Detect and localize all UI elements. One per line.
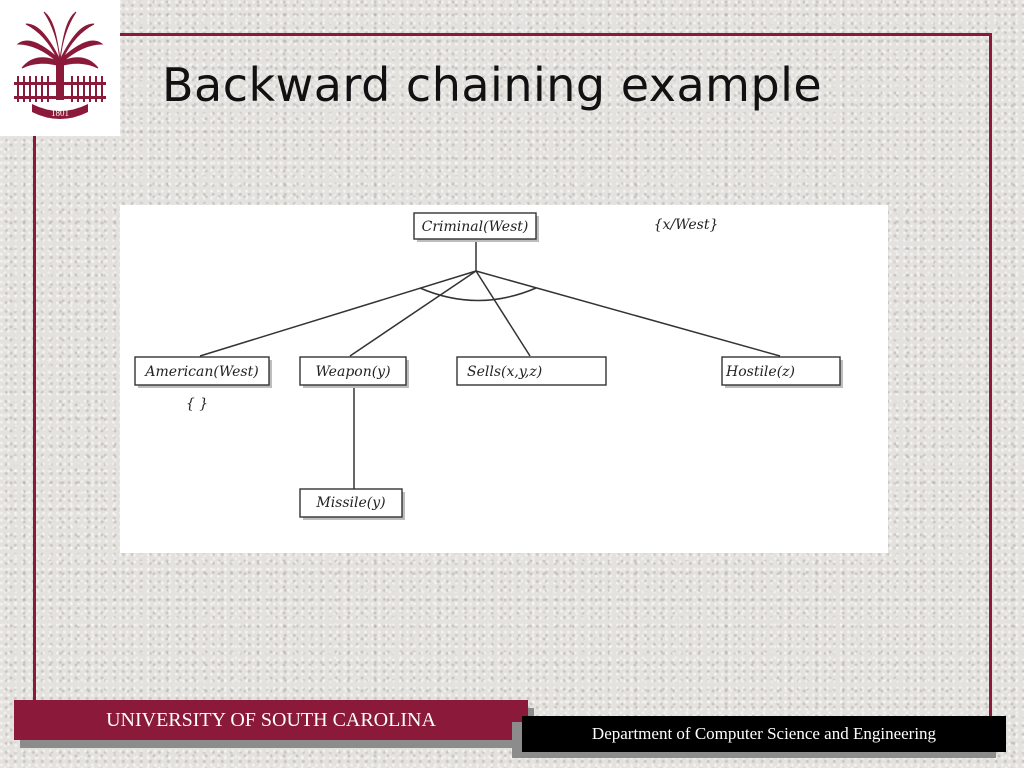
conjunction-arc: [419, 287, 537, 302]
edge-root-sells: [475, 270, 531, 357]
substitution-root: {x/West}: [654, 217, 719, 233]
node-hostile-z-label: Hostile(z): [725, 364, 795, 380]
university-logo: 1801: [0, 0, 120, 136]
node-weapon-y: Weapon(y): [299, 356, 409, 388]
department-footer: Department of Computer Science and Engin…: [512, 716, 1006, 758]
node-hostile-z: Hostile(z): [721, 356, 843, 388]
substitution-american: { }: [186, 396, 208, 412]
node-missile-y: Missile(y): [299, 488, 405, 520]
edge-root-hostile: [475, 270, 781, 357]
university-footer: UNIVERSITY OF SOUTH CAROLINA: [14, 700, 534, 748]
frame-top-line: [120, 33, 992, 36]
node-weapon-y-label: Weapon(y): [315, 364, 390, 380]
node-american-west-label: American(West): [143, 364, 258, 380]
frame-left-line: [33, 136, 36, 702]
node-criminal-west: Criminal(West): [413, 212, 539, 242]
node-criminal-west-label: Criminal(West): [422, 219, 529, 235]
logo-year: 1801: [51, 108, 69, 118]
palmetto-tree-logo-icon: 1801: [14, 11, 106, 119]
backward-chaining-diagram: Criminal(West) {x/West} American(West) {…: [120, 205, 888, 553]
node-sells-xyz-label: Sells(x,y,z): [467, 364, 542, 380]
university-name: UNIVERSITY OF SOUTH CAROLINA: [14, 700, 528, 740]
node-missile-y-label: Missile(y): [315, 495, 385, 511]
node-american-west: American(West): [134, 356, 272, 388]
edge-root-american: [199, 270, 477, 357]
slide-title: Backward chaining example: [162, 58, 823, 112]
edge-root-weapon: [349, 270, 477, 357]
node-sells-xyz: Sells(x,y,z): [456, 356, 607, 386]
frame-right-line: [989, 33, 992, 718]
department-name: Department of Computer Science and Engin…: [522, 716, 1006, 752]
